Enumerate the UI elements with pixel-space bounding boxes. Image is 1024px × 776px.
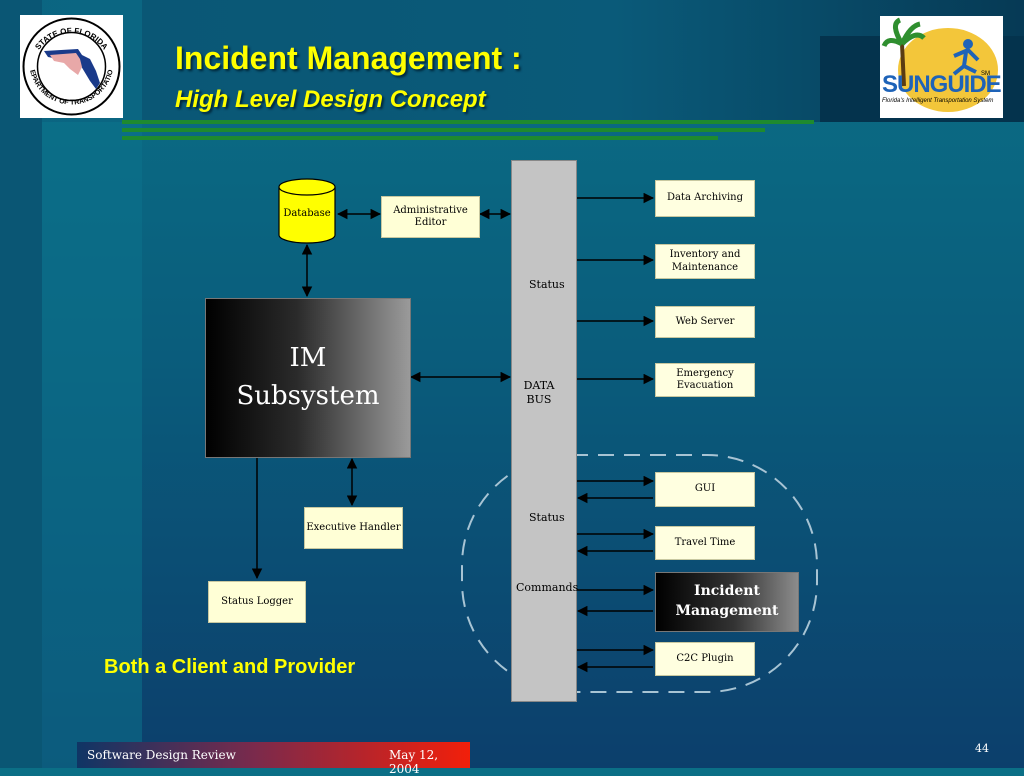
data-bus-label: DATA BUS xyxy=(521,379,557,408)
database-cylinder: Database xyxy=(278,178,336,244)
executive-handler-box: Executive Handler xyxy=(304,507,403,549)
page-subtitle: High Level Design Concept xyxy=(175,86,486,113)
data-bus xyxy=(511,160,577,702)
bottom-note: Both a Client and Provider xyxy=(104,656,356,678)
im-subsystem-line1: IM xyxy=(289,343,327,374)
data-bus-label-line2: BUS xyxy=(526,393,552,407)
sunguide-tagline: Florida's Intelligent Transportation Sys… xyxy=(882,98,994,104)
im-subsystem-line2: Subsystem xyxy=(236,381,380,411)
title-underline-2 xyxy=(122,128,765,132)
fdot-seal-icon: STATE OF FLORIDA DEPARTMENT OF TRANSPORT… xyxy=(17,10,121,116)
incident-management-label: Incident Management xyxy=(675,583,779,619)
gui-box: GUI xyxy=(655,472,755,507)
client-provider-region xyxy=(461,454,818,693)
travel-time-box: Travel Time xyxy=(655,526,755,560)
status-mid-label: Status xyxy=(529,511,565,524)
footer-bar: Software Design Review May 12, 2004 xyxy=(77,742,470,776)
emergency-evacuation-box: Emergency Evacuation xyxy=(655,363,755,397)
database-label: Database xyxy=(283,208,331,219)
administrative-editor-box: Administrative Editor xyxy=(381,196,480,238)
commands-label: Commands xyxy=(516,581,579,594)
title-underline-1 xyxy=(122,120,814,124)
fdot-logo: STATE OF FLORIDA DEPARTMENT OF TRANSPORT… xyxy=(17,10,123,118)
incident-management-box: Incident Management xyxy=(655,572,799,632)
title-underline-3 xyxy=(122,136,718,140)
sunguide-wordmark: SUNGUIDE xyxy=(882,71,1002,98)
footer-title: Software Design Review xyxy=(87,748,236,762)
inventory-maintenance-box: Inventory and Maintenance xyxy=(655,244,755,279)
data-bus-label-line1: DATA xyxy=(523,379,555,392)
sunguide-logo-icon xyxy=(881,17,998,112)
page-number: 44 xyxy=(975,742,989,755)
status-top-label: Status xyxy=(529,278,565,291)
database-icon xyxy=(278,178,336,244)
data-archiving-box: Data Archiving xyxy=(655,180,755,217)
status-logger-box: Status Logger xyxy=(208,581,306,623)
sunguide-logo: SUNGUIDE SM Florida's Intelligent Transp… xyxy=(880,16,1003,118)
left-panel xyxy=(0,0,42,768)
im-subsystem-box: IM Subsystem xyxy=(205,298,411,458)
c2c-plugin-box: C2C Plugin xyxy=(655,642,755,676)
page-title: Incident Management : xyxy=(175,40,522,76)
sunguide-sm-mark: SM xyxy=(981,71,990,77)
web-server-box: Web Server xyxy=(655,306,755,338)
footer-date: May 12, 2004 xyxy=(389,748,439,776)
